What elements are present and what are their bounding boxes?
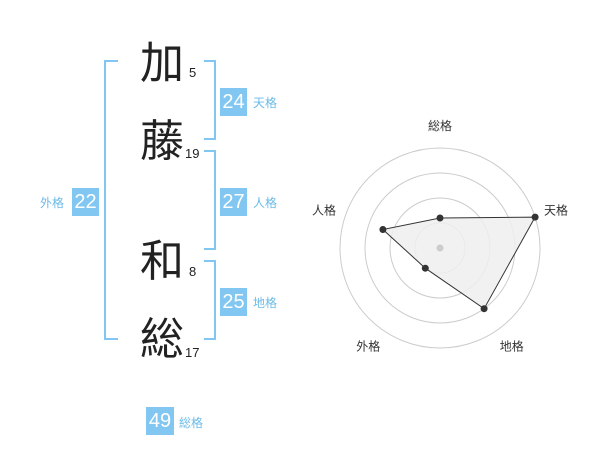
radar-axis-label: 外格 bbox=[356, 339, 380, 354]
chikaku-label: 地格 bbox=[253, 296, 278, 310]
name-char-2: 藤 bbox=[140, 116, 184, 167]
radar-axis-label: 人格 bbox=[312, 202, 336, 217]
stroke-count-2: 19 bbox=[185, 146, 200, 161]
soukaku-value-badge: 49 bbox=[146, 407, 174, 435]
stroke-count-4: 17 bbox=[185, 345, 200, 360]
radar-axis-label: 総格 bbox=[428, 118, 452, 133]
tenkaku-label: 天格 bbox=[253, 96, 278, 110]
stroke-count-1: 5 bbox=[189, 65, 197, 80]
jinkaku-bracket bbox=[204, 150, 216, 250]
radar-point bbox=[379, 226, 387, 233]
name-char-1: 加 bbox=[140, 38, 184, 89]
name-char-3: 和 bbox=[140, 236, 184, 287]
radar-axis-label: 地格 bbox=[500, 339, 524, 354]
radar-point bbox=[421, 264, 429, 272]
stroke-count-3: 8 bbox=[189, 264, 197, 279]
radar-point bbox=[436, 214, 444, 222]
tenkaku-value-badge: 24 bbox=[220, 88, 247, 116]
gaikaku-label: 外格 bbox=[40, 196, 65, 210]
jinkaku-value-badge: 27 bbox=[220, 188, 247, 216]
radar-point bbox=[480, 305, 488, 313]
radar-axis-label: 天格 bbox=[544, 202, 568, 217]
name-char-4: 総 bbox=[140, 314, 184, 365]
gaikaku-value-badge: 22 bbox=[72, 188, 99, 216]
radar-center-dot bbox=[436, 244, 444, 252]
radar-point bbox=[531, 213, 539, 221]
radar-area bbox=[381, 216, 536, 310]
jinkaku-label: 人格 bbox=[253, 196, 278, 210]
chikaku-value-badge: 25 bbox=[220, 288, 247, 316]
radar-grid-ring bbox=[339, 147, 541, 349]
gaikaku-bracket bbox=[104, 60, 118, 340]
chikaku-bracket bbox=[204, 260, 216, 340]
tenkaku-bracket bbox=[204, 60, 216, 140]
soukaku-label: 総格 bbox=[179, 416, 204, 430]
radar-points bbox=[379, 213, 539, 313]
